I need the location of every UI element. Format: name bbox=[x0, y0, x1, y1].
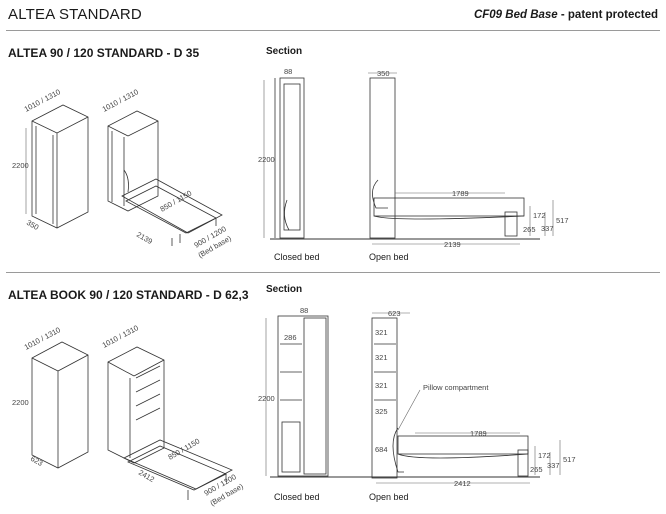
d517-2: 517 bbox=[563, 455, 576, 464]
closed-bed-section-1 bbox=[274, 77, 305, 239]
caption-open-1: Open bed bbox=[369, 252, 409, 262]
iso-open-bed-1 bbox=[107, 110, 223, 246]
shelf-4: 325 bbox=[375, 407, 388, 416]
open-depth-2: 623 bbox=[388, 309, 401, 318]
open-bed-section-1 bbox=[270, 77, 540, 240]
open-bed-section-2 bbox=[270, 317, 540, 479]
iso-depth-2: 623 bbox=[29, 454, 44, 468]
open-depth-1: 350 bbox=[377, 69, 390, 78]
iso-height-2: 2200 bbox=[12, 398, 29, 407]
iso-open-bed-2 bbox=[107, 346, 233, 500]
total-1: 2139 bbox=[444, 240, 461, 249]
shelf-3: 321 bbox=[375, 381, 388, 390]
caption-open-2: Open bed bbox=[369, 492, 409, 502]
iso-top-2: 1010 / 1310 bbox=[23, 325, 62, 352]
caption-closed-2: Closed bed bbox=[274, 492, 320, 502]
iso-cabinet-closed-2 bbox=[31, 341, 89, 469]
iso-open-top-2: 1010 / 1310 bbox=[101, 323, 140, 350]
closed-height-1: 2200 bbox=[258, 155, 275, 164]
header-divider bbox=[6, 30, 660, 31]
caption-closed-1: Closed bed bbox=[274, 252, 320, 262]
iso-height-1: 2200 bbox=[12, 161, 29, 170]
patent-suffix: - patent protected bbox=[557, 9, 658, 21]
closed-bed-section-2 bbox=[277, 315, 329, 477]
iso-bed-2: 850 / 1150 bbox=[167, 436, 202, 461]
closed-depth-2: 88 bbox=[300, 306, 308, 315]
patent-code: CF09 Bed Base bbox=[473, 9, 558, 21]
section-2-label: Section bbox=[266, 284, 303, 295]
d337-2: 337 bbox=[547, 461, 560, 470]
d172-2: 172 bbox=[538, 451, 551, 460]
shelf-2: 321 bbox=[375, 353, 388, 362]
d172-1: 172 bbox=[533, 211, 546, 220]
shelf-5: 684 bbox=[375, 445, 388, 454]
closed-depth-1: 88 bbox=[284, 67, 292, 76]
mattress-1: 1789 bbox=[452, 189, 469, 198]
section-1-label: Section bbox=[266, 46, 303, 57]
d265-2: 265 bbox=[530, 465, 543, 474]
d517-1: 517 bbox=[556, 216, 569, 225]
patent-note: CF09 Bed Base - patent protected bbox=[474, 9, 658, 21]
iso-cabinet-closed-1 bbox=[31, 104, 89, 229]
d337-1: 337 bbox=[541, 224, 554, 233]
mattress-2: 1789 bbox=[470, 429, 487, 438]
closed-height-2: 2200 bbox=[258, 394, 275, 403]
d265-1: 265 bbox=[523, 225, 536, 234]
section-1-title: ALTEA 90 / 120 STANDARD - D 35 bbox=[8, 46, 200, 60]
page-title: ALTEA STANDARD bbox=[8, 6, 142, 23]
section-2-title: ALTEA BOOK 90 / 120 STANDARD - D 62,3 bbox=[8, 288, 249, 302]
closed-shelf-2: 286 bbox=[284, 333, 297, 342]
shelf-1: 321 bbox=[375, 328, 388, 337]
section-divider bbox=[6, 272, 660, 273]
total-2: 2412 bbox=[454, 479, 471, 488]
pillow-compartment: Pillow compartment bbox=[423, 383, 489, 392]
